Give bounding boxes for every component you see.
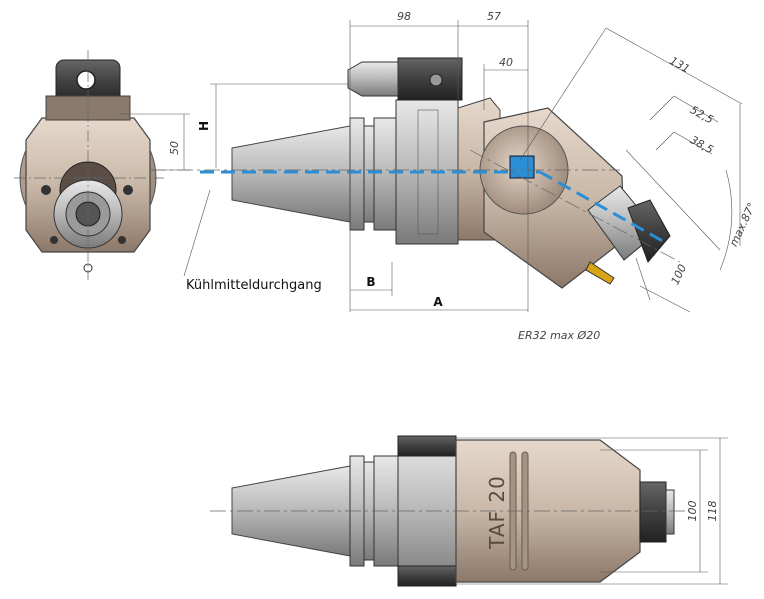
collet-label: ER32 max Ø20 (518, 329, 600, 342)
dim-118: 118 (706, 501, 719, 522)
dim-100-bottom: 100 (686, 501, 699, 522)
dimensions-bottom (456, 437, 728, 585)
dim-50: 50 (168, 141, 181, 155)
dim-40: 40 (499, 56, 513, 69)
dim-a: A (433, 295, 443, 309)
body-text: TAF 20 (485, 475, 509, 550)
dim-131: 131 (667, 54, 692, 76)
dim-52-5: 52,5 (688, 103, 716, 126)
dim-b: B (366, 275, 375, 289)
dim-57: 57 (487, 10, 501, 23)
side-view-top (150, 57, 681, 289)
coolant-label: Kühlmitteldurchgang (186, 278, 322, 293)
dim-100-top: 100 (668, 262, 689, 287)
dim-98: 98 (397, 10, 411, 23)
side-view-bottom: TAF 20 (210, 435, 690, 587)
dim-h: H (197, 121, 211, 131)
dim-38-5: 38,5 (688, 133, 716, 156)
dimensions-top (183, 20, 743, 313)
end-view: 50 (14, 50, 190, 280)
